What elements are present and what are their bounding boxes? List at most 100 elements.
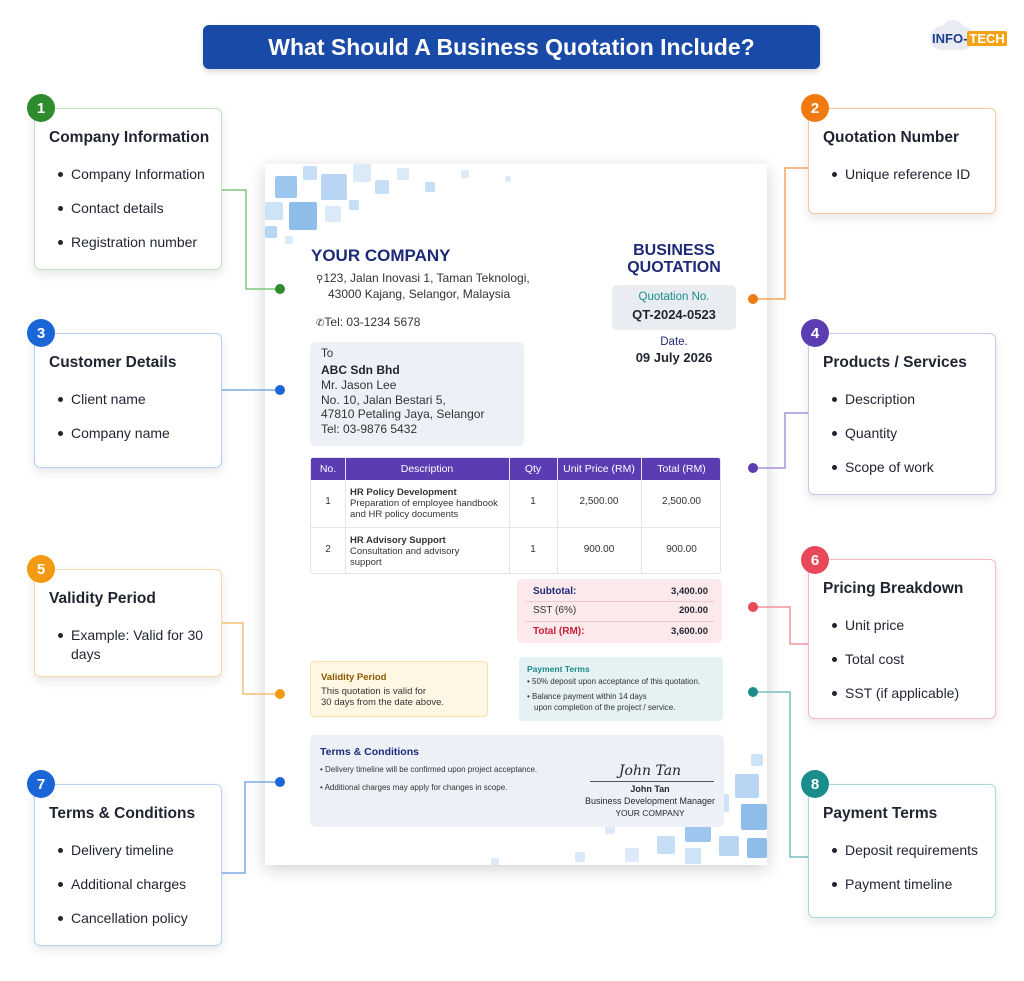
list-item: Unique reference ID — [831, 166, 971, 182]
connector-dot — [275, 385, 285, 395]
col-header-qty: Qty — [524, 463, 542, 475]
terms-line-1: • Delivery timeline will be confirmed up… — [320, 765, 538, 774]
connector-dot — [275, 777, 285, 787]
terms-title: Terms & Conditions — [320, 746, 419, 758]
signature: John Tan — [618, 763, 682, 779]
connector-dot — [748, 463, 758, 473]
list-item: Scope of work — [832, 459, 934, 475]
customer-box: To ABC Sdn Bhd Mr. Jason Lee No. 10, Jal… — [310, 342, 524, 446]
row-unit-price: 900.00 — [583, 544, 615, 555]
list-item: Company Information — [58, 166, 205, 182]
list-item: Additional charges — [58, 876, 187, 892]
pricing-summary: Subtotal: 3,400.00 SST (6%) 200.00 Total… — [517, 579, 722, 643]
signer-company: YOUR COMPANY — [615, 808, 685, 818]
connector-dot — [275, 689, 285, 699]
payment-line-1: • 50% deposit upon acceptance of this qu… — [527, 677, 701, 686]
row-qty: 1 — [530, 544, 536, 555]
terms-line-2: • Additional charges may apply for chang… — [320, 783, 508, 792]
quotation-number-value: QT-2024-0523 — [632, 307, 716, 322]
row-desc-1: Consultation and advisory — [350, 546, 460, 557]
row-desc-1: Preparation of employee handbook — [350, 498, 498, 509]
address-line-2: 43000 Kajang, Selangor, Malaysia — [328, 287, 511, 301]
list-item: Delivery timeline — [58, 841, 188, 860]
payment-line-2a: • Balance payment within 14 days — [527, 692, 647, 701]
card-pricing-breakdown: Pricing Breakdown Unit price Total cost … — [808, 559, 996, 719]
step-badge-8: 8 — [801, 770, 829, 798]
step-badge-6: 6 — [801, 546, 829, 574]
list-item: Contact details — [58, 199, 205, 218]
subtotal-value: 3,400.00 — [671, 586, 708, 597]
row-title: HR Policy Development — [350, 487, 457, 498]
card-terms-conditions: Terms & Conditions Delivery timeline Add… — [34, 784, 222, 946]
connector-dot — [748, 687, 758, 697]
phone-icon: ✆ — [316, 318, 325, 329]
list-item: Unit price — [831, 616, 959, 635]
validity-box: Validity Period This quotation is valid … — [310, 661, 488, 717]
list-item: Payment timeline — [831, 875, 978, 894]
payment-terms-box: Payment Terms • 50% deposit upon accepta… — [519, 657, 723, 721]
to-label: To — [321, 348, 334, 360]
row-no: 2 — [325, 544, 331, 555]
row-desc-2: support — [350, 557, 382, 568]
card-validity-period: Validity Period Example: Valid for 30 da… — [34, 569, 222, 677]
total-label: Total (RM): — [533, 626, 585, 637]
step-badge-4: 4 — [801, 319, 829, 347]
address-block: ⚲123, Jalan Inovasi 1, Taman Teknologi, — [316, 271, 530, 285]
step-badge-1: 1 — [27, 94, 55, 122]
address-line-1: 123, Jalan Inovasi 1, Taman Teknologi, — [323, 271, 530, 285]
col-header-no: No. — [319, 463, 337, 475]
card-products-services: Products / Services Description Quantity… — [808, 333, 996, 495]
card-title: Quotation Number — [823, 129, 960, 146]
date-value: 09 July 2026 — [635, 350, 713, 365]
payment-line-2b: upon completion of the project / service… — [534, 703, 676, 712]
row-total: 2,500.00 — [662, 496, 701, 507]
list-item: Cancellation policy — [58, 910, 188, 926]
customer-address-1: No. 10, Jalan Bestari 5, — [321, 393, 446, 407]
step-badge-7: 7 — [27, 770, 55, 798]
row-unit-price: 2,500.00 — [579, 496, 619, 507]
doc-title-line-2: QUOTATION — [627, 259, 721, 276]
list-item: Company name — [58, 425, 170, 441]
card-title: Terms & Conditions — [49, 805, 196, 822]
col-header-unit-price: Unit Price (RM) — [563, 463, 635, 475]
card-company-information: Company Information Company Information … — [34, 108, 222, 270]
subtotal-label: Subtotal: — [533, 586, 577, 597]
table-header: No. Description Qty Unit Price (RM) Tota… — [311, 458, 720, 480]
card-title: Pricing Breakdown — [823, 580, 964, 597]
terms-box: Terms & Conditions • Delivery timeline w… — [310, 735, 724, 827]
customer-tel: Tel: 03-9876 5432 — [321, 422, 418, 436]
connector-dot — [748, 602, 758, 612]
signer-name: John Tan — [630, 784, 670, 794]
signer-role: Business Development Manager — [584, 796, 716, 806]
sst-value: 200.00 — [678, 605, 708, 616]
card-title: Payment Terms — [823, 805, 938, 822]
customer-address-2: 47810 Petaling Jaya, Selangor — [321, 407, 485, 421]
list-item: Client name — [58, 390, 170, 409]
quotation-number-box: Quotation No. QT-2024-0523 — [612, 285, 736, 330]
quotation-number-label: Quotation No. — [638, 291, 710, 303]
card-title: Products / Services — [823, 354, 967, 371]
table-row: 2 HR Advisory Support Consultation and a… — [311, 528, 720, 573]
list-item: Total cost — [831, 650, 959, 669]
row-qty: 1 — [530, 496, 536, 507]
row-no: 1 — [325, 496, 331, 507]
connector-dot — [748, 294, 758, 304]
list-item: SST (if applicable) — [831, 685, 960, 701]
step-badge-2: 2 — [801, 94, 829, 122]
items-table: No. Description Qty Unit Price (RM) Tota… — [310, 457, 721, 574]
row-total: 900.00 — [666, 544, 697, 555]
customer-company: ABC Sdn Bhd — [321, 363, 400, 377]
quotation-document: YOUR COMPANY ⚲123, Jalan Inovasi 1, Tama… — [265, 164, 767, 865]
date-label: Date. — [660, 336, 688, 348]
sst-label: SST (6%) — [533, 605, 577, 616]
signature-line — [590, 781, 714, 782]
validity-line-2: 30 days from the date above. — [321, 697, 445, 708]
card-title: Customer Details — [49, 354, 177, 371]
list-item: Quantity — [832, 424, 934, 443]
card-quotation-number: Quotation Number Unique reference ID — [808, 108, 996, 214]
company-tel: ✆Tel: 03-1234 5678 — [316, 315, 421, 329]
step-badge-5: 5 — [27, 555, 55, 583]
total-value: 3,600.00 — [671, 626, 708, 637]
card-customer-details: Customer Details Client name Company nam… — [34, 333, 222, 468]
page-title: What Should A Business Quotation Include… — [203, 25, 820, 69]
